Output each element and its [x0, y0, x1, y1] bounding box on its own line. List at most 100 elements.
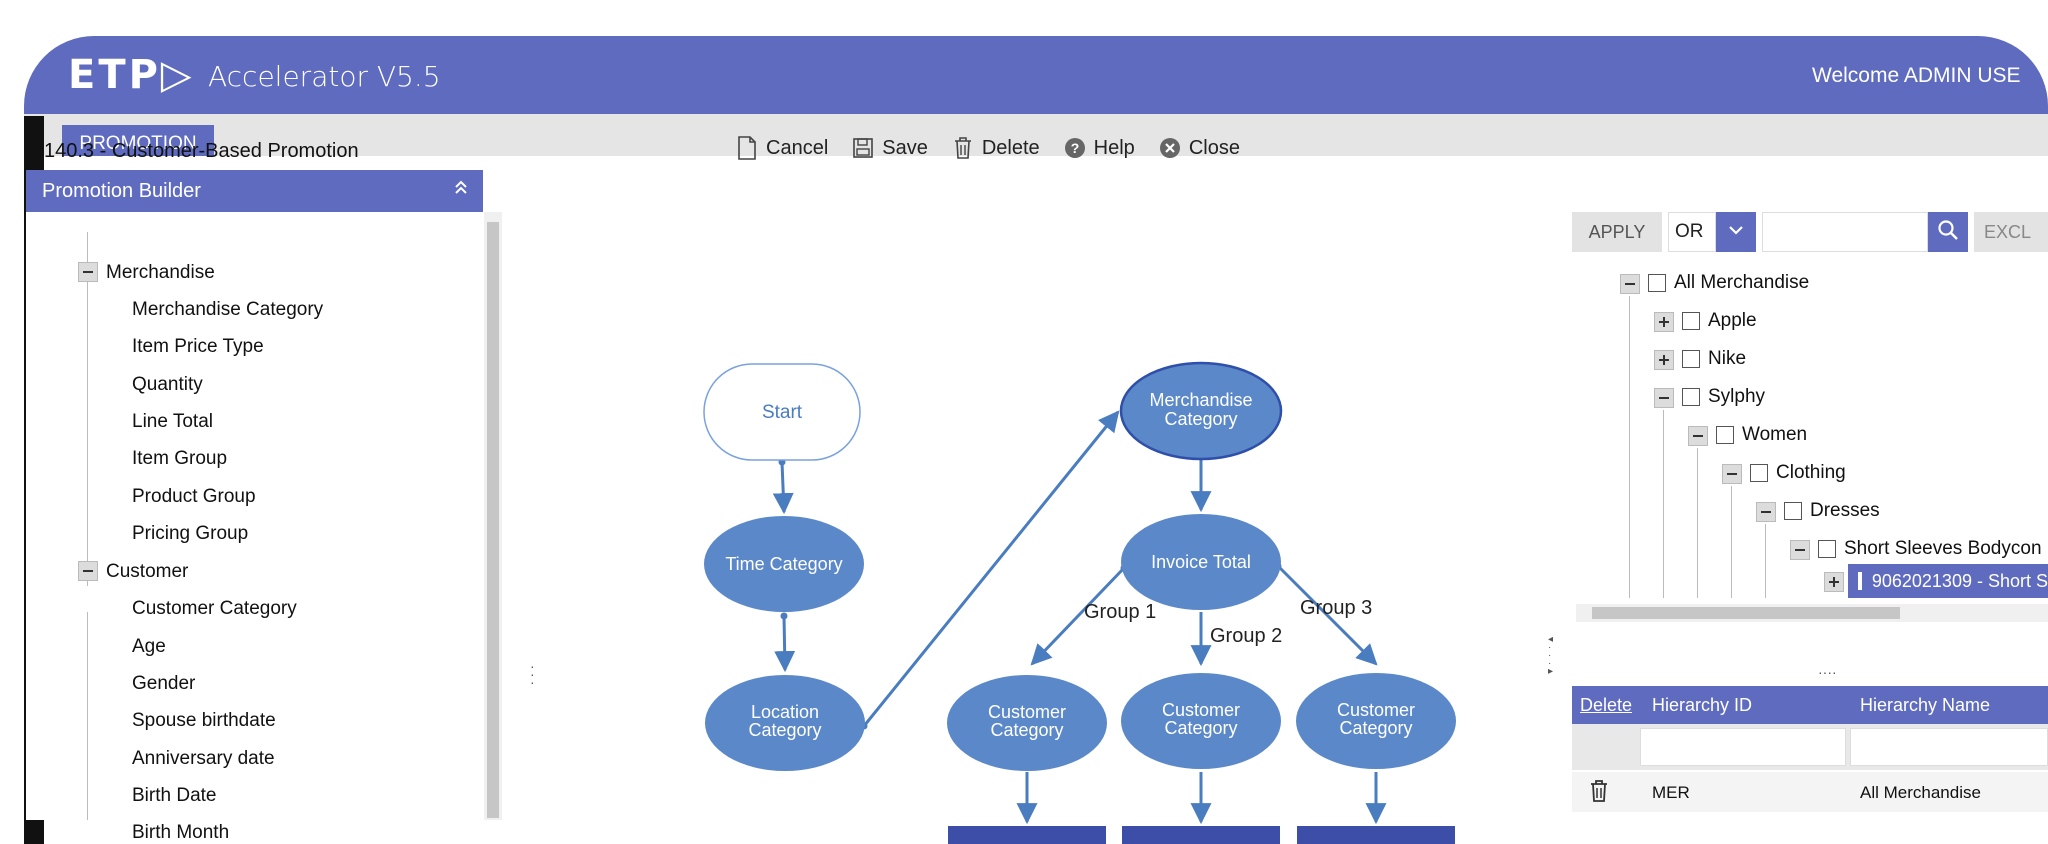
- collapse-icon[interactable]: [453, 178, 469, 201]
- tree-group-customer[interactable]: Customer: [106, 561, 189, 582]
- tree-item-birth-date[interactable]: Birth Date: [132, 785, 217, 806]
- collapse-customer-icon[interactable]: [78, 561, 98, 581]
- edge-time-location: [774, 615, 796, 673]
- collapse-women-icon[interactable]: [1688, 426, 1708, 446]
- tree-guide-line: [87, 232, 88, 586]
- action-node-1[interactable]: [948, 826, 1106, 844]
- expand-apple-icon[interactable]: [1654, 312, 1674, 332]
- checkbox[interactable]: [1784, 502, 1802, 520]
- hierarchy-node-clothing[interactable]: Clothing: [1750, 462, 1846, 484]
- delete-button[interactable]: Delete: [952, 136, 1040, 160]
- node-customer-category-1[interactable]: Customer Category: [947, 675, 1107, 771]
- tree-item-spouse-birthdate[interactable]: Spouse birthdate: [132, 710, 276, 731]
- checkbox[interactable]: [1750, 464, 1768, 482]
- tree-group-merchandise[interactable]: Merchandise: [106, 262, 215, 283]
- search-icon: [1937, 219, 1959, 246]
- hierarchy-id-column[interactable]: Hierarchy ID: [1652, 695, 1753, 715]
- tree-item-age[interactable]: Age: [132, 636, 166, 657]
- save-button[interactable]: Save: [852, 136, 928, 160]
- hierarchy-guide-line: [1697, 448, 1698, 598]
- hierarchy-name-column[interactable]: Hierarchy Name: [1860, 695, 1991, 715]
- tree-item-anniversary-date[interactable]: Anniversary date: [132, 748, 275, 769]
- table-row[interactable]: MER All Merchandise: [1572, 772, 2048, 812]
- app-header: ETP▷ Accelerator V5.5 Welcome ADMIN USE: [24, 36, 2048, 114]
- close-button[interactable]: Close: [1159, 136, 1240, 160]
- checkbox[interactable]: [1648, 274, 1666, 292]
- apply-button[interactable]: APPLY: [1572, 212, 1662, 252]
- welcome-user[interactable]: Welcome ADMIN USE: [1812, 64, 2021, 87]
- node-merchandise-category[interactable]: Merchandise Category: [1119, 361, 1283, 461]
- tree-item-line-total[interactable]: Line Total: [132, 411, 213, 432]
- hierarchy-search-input[interactable]: [1762, 212, 1928, 252]
- collapse-sylphy-icon[interactable]: [1654, 388, 1674, 408]
- cancel-button[interactable]: Cancel: [736, 136, 828, 160]
- node-start[interactable]: Start: [703, 363, 861, 461]
- tree-item-gender[interactable]: Gender: [132, 673, 196, 694]
- collapse-short-sleeves-icon[interactable]: [1790, 540, 1810, 560]
- node-location-category[interactable]: Location Category: [705, 675, 865, 771]
- node-location-label-line2: Category: [748, 720, 821, 740]
- node-label: Sylphy: [1708, 386, 1766, 407]
- node-invoice-total[interactable]: Invoice Total: [1121, 514, 1281, 610]
- hierarchy-horizontal-scrollbar[interactable]: [1576, 604, 2048, 622]
- collapse-all-merchandise-icon[interactable]: [1620, 274, 1640, 294]
- promotion-builder-header[interactable]: Promotion Builder: [26, 170, 483, 212]
- tree-item-merchandise-category[interactable]: Merchandise Category: [132, 299, 324, 320]
- collapse-merchandise-icon[interactable]: [78, 262, 98, 282]
- delete-column-link[interactable]: Delete: [1580, 695, 1633, 715]
- hierarchy-node-women[interactable]: Women: [1716, 424, 1807, 446]
- node-customer-1-label-line1: Customer: [988, 702, 1066, 722]
- hierarchy-node-selected-product[interactable]: 9062021309 - Short S: [1848, 564, 2048, 598]
- node-time-category[interactable]: Time Category: [704, 516, 864, 612]
- left-splitter-handle[interactable]: ···: [530, 658, 535, 690]
- builder-scrollbar[interactable]: [484, 212, 502, 820]
- tree-item-birth-month[interactable]: Birth Month: [132, 822, 230, 843]
- grid-filter-row: [1572, 724, 2048, 770]
- hierarchy-node-nike[interactable]: Nike: [1682, 348, 1746, 370]
- checkbox[interactable]: [1818, 540, 1836, 558]
- cell-hierarchy-id: MER: [1652, 783, 1690, 802]
- node-label: Clothing: [1776, 462, 1846, 483]
- checkbox[interactable]: [1682, 388, 1700, 406]
- checkbox[interactable]: [1716, 426, 1734, 444]
- expand-nike-icon[interactable]: [1654, 350, 1674, 370]
- panel-resize-handle[interactable]: ····: [1818, 664, 1837, 680]
- hierarchy-name-filter[interactable]: [1850, 728, 2048, 766]
- hierarchy-node-sylphy[interactable]: Sylphy: [1682, 386, 1765, 408]
- tree-item-customer-category[interactable]: Customer Category: [132, 598, 297, 619]
- hierarchy-node-apple[interactable]: Apple: [1682, 310, 1757, 332]
- help-button[interactable]: ? Help: [1064, 136, 1135, 160]
- hierarchy-scrollbar-thumb[interactable]: [1592, 607, 1900, 619]
- node-time-category-label: Time Category: [725, 554, 842, 574]
- expand-product-icon[interactable]: [1824, 572, 1844, 592]
- hierarchy-node-short-sleeves-bodycon[interactable]: Short Sleeves Bodycon: [1818, 538, 2042, 560]
- hierarchy-grid-header: Delete Hierarchy ID Hierarchy Name: [1572, 686, 2048, 724]
- collapse-dresses-icon[interactable]: [1756, 502, 1776, 522]
- exclude-button[interactable]: EXCL: [1974, 212, 2048, 252]
- search-button[interactable]: [1928, 212, 1968, 252]
- operator-select[interactable]: OR: [1668, 212, 1716, 252]
- tree-item-item-price-type[interactable]: Item Price Type: [132, 336, 264, 357]
- action-node-3[interactable]: [1297, 826, 1455, 844]
- checkbox[interactable]: [1682, 350, 1700, 368]
- tree-item-product-group[interactable]: Product Group: [132, 486, 256, 507]
- hierarchy-id-filter[interactable]: [1640, 728, 1846, 766]
- node-customer-category-2[interactable]: Customer Category: [1121, 673, 1281, 769]
- hierarchy-node-all-merchandise[interactable]: All Merchandise: [1648, 272, 1809, 294]
- hierarchy-node-dresses[interactable]: Dresses: [1784, 500, 1880, 522]
- app-name: Accelerator V5.5: [208, 60, 441, 93]
- right-splitter-arrows[interactable]: ◂···▸: [1548, 634, 1554, 677]
- close-label: Close: [1188, 136, 1240, 159]
- node-customer-category-3[interactable]: Customer Category: [1296, 673, 1456, 769]
- action-node-2[interactable]: [1122, 826, 1280, 844]
- checkbox[interactable]: [1858, 572, 1862, 590]
- tree-item-item-group[interactable]: Item Group: [132, 448, 228, 469]
- collapse-clothing-icon[interactable]: [1722, 464, 1742, 484]
- tree-item-pricing-group[interactable]: Pricing Group: [132, 523, 249, 544]
- trash-icon[interactable]: [1590, 780, 1608, 807]
- tree-item-quantity[interactable]: Quantity: [132, 374, 203, 395]
- operator-dropdown-toggle[interactable]: [1716, 212, 1756, 252]
- builder-scrollbar-thumb[interactable]: [487, 222, 499, 818]
- node-location-label-line1: Location: [751, 702, 819, 722]
- checkbox[interactable]: [1682, 312, 1700, 330]
